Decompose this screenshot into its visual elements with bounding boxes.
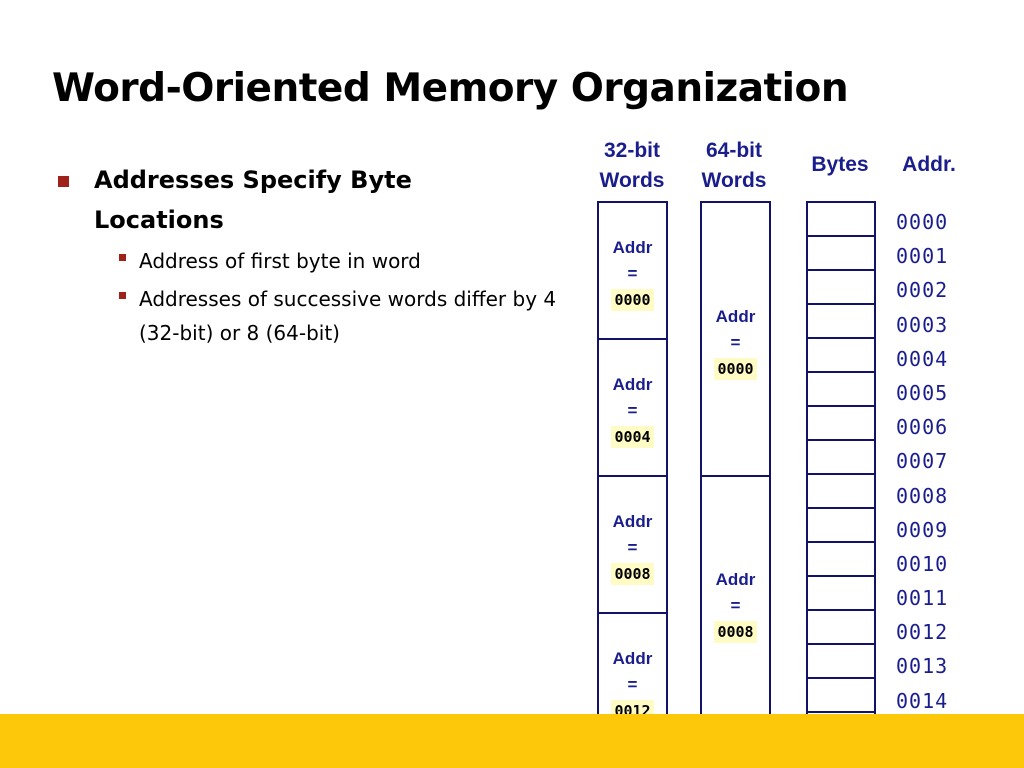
header-32bit-line2: Words	[599, 169, 665, 192]
footer-bar	[0, 714, 1024, 768]
byte-cell	[808, 203, 874, 237]
word32-0008: Addr = 0008	[599, 477, 666, 614]
byte-cell	[808, 679, 874, 713]
addr-label: Addr	[612, 649, 653, 668]
word32-0004: Addr = 0004	[599, 340, 666, 477]
addr-label: Addr	[612, 238, 653, 257]
column-bytes	[806, 201, 876, 749]
addr-label: Addr	[612, 512, 653, 531]
sub-bullet-text: Addresses of successive words differ by …	[139, 287, 557, 345]
column-64bit-words: Addr = 0000 Addr = 0008	[700, 201, 771, 749]
byte-address-list: 0000 0001 0002 0003 0004 0005 0006 0007 0008 0009…	[896, 205, 948, 752]
addr-value: 0004	[611, 426, 654, 448]
byte-cell	[808, 543, 874, 577]
byte-cell	[808, 441, 874, 475]
byte-address: 0005	[896, 380, 949, 405]
byte-address: 0011	[896, 586, 949, 611]
byte-cell	[808, 645, 874, 679]
addr-equals: =	[627, 401, 638, 420]
byte-address: 0013	[896, 654, 949, 679]
bullet-list: Addresses Specify Byte Locations Address…	[58, 160, 558, 350]
header-32bit-line1: 32-bit	[603, 139, 660, 162]
square-bullet-icon	[119, 292, 126, 299]
addr-equals: =	[730, 333, 741, 352]
header-64bit-words: 64-bit Words	[686, 136, 782, 196]
header-64bit-line1: 64-bit	[705, 139, 762, 162]
byte-address: 0010	[896, 551, 949, 576]
byte-cell	[808, 373, 874, 407]
sub-bullet-successive-words: Addresses of successive words differ by …	[117, 282, 558, 350]
addr-label: Addr	[612, 375, 653, 394]
bullet-main-text: Addresses Specify Byte Locations	[94, 166, 412, 234]
sub-bullet-text: Address of first byte in word	[139, 249, 421, 273]
header-addr: Addr.	[902, 153, 956, 176]
addr-value: 0000	[714, 358, 757, 380]
byte-address: 0012	[896, 620, 949, 645]
addr-equals: =	[730, 596, 741, 615]
byte-address: 0014	[896, 688, 949, 713]
byte-address: 0002	[896, 278, 949, 303]
addr-equals: =	[627, 538, 638, 557]
byte-address: 0006	[896, 415, 949, 440]
addr-label: Addr	[715, 307, 756, 326]
byte-address: 0001	[896, 244, 949, 269]
addr-value: 0008	[611, 563, 654, 585]
addr-label: Addr	[715, 570, 756, 589]
square-bullet-icon	[119, 254, 126, 261]
addr-value: 0000	[611, 289, 654, 311]
byte-cell	[808, 509, 874, 543]
byte-cell	[808, 611, 874, 645]
word64-0008: Addr = 0008	[702, 477, 769, 751]
square-bullet-icon	[58, 176, 69, 187]
header-64bit-line2: Words	[701, 169, 767, 192]
byte-address: 0003	[896, 312, 949, 337]
byte-address: 0008	[896, 483, 949, 508]
byte-cell	[808, 475, 874, 509]
byte-address: 0009	[896, 517, 949, 542]
addr-equals: =	[627, 264, 638, 283]
addr-value: 0008	[714, 621, 757, 643]
sub-bullet-first-byte: Address of first byte in word	[117, 244, 558, 278]
byte-cell	[808, 305, 874, 339]
byte-cell	[808, 237, 874, 271]
byte-address: 0000	[896, 210, 949, 234]
byte-address: 0007	[896, 449, 949, 474]
byte-cell	[808, 577, 874, 611]
slide-title: Word-Oriented Memory Organization	[52, 66, 849, 111]
byte-cell	[808, 271, 874, 305]
word64-0000: Addr = 0000	[702, 203, 769, 477]
byte-address: 0004	[896, 346, 949, 371]
header-bytes: Bytes	[811, 153, 869, 176]
byte-cell	[808, 339, 874, 373]
addr-equals: =	[627, 675, 638, 694]
column-32bit-words: Addr = 0000 Addr = 0004 Addr = 0008 Addr…	[597, 201, 668, 749]
byte-cell	[808, 407, 874, 441]
bullet-main: Addresses Specify Byte Locations	[58, 160, 454, 240]
word32-0000: Addr = 0000	[599, 203, 666, 340]
header-32bit-words: 32-bit Words	[584, 136, 680, 196]
